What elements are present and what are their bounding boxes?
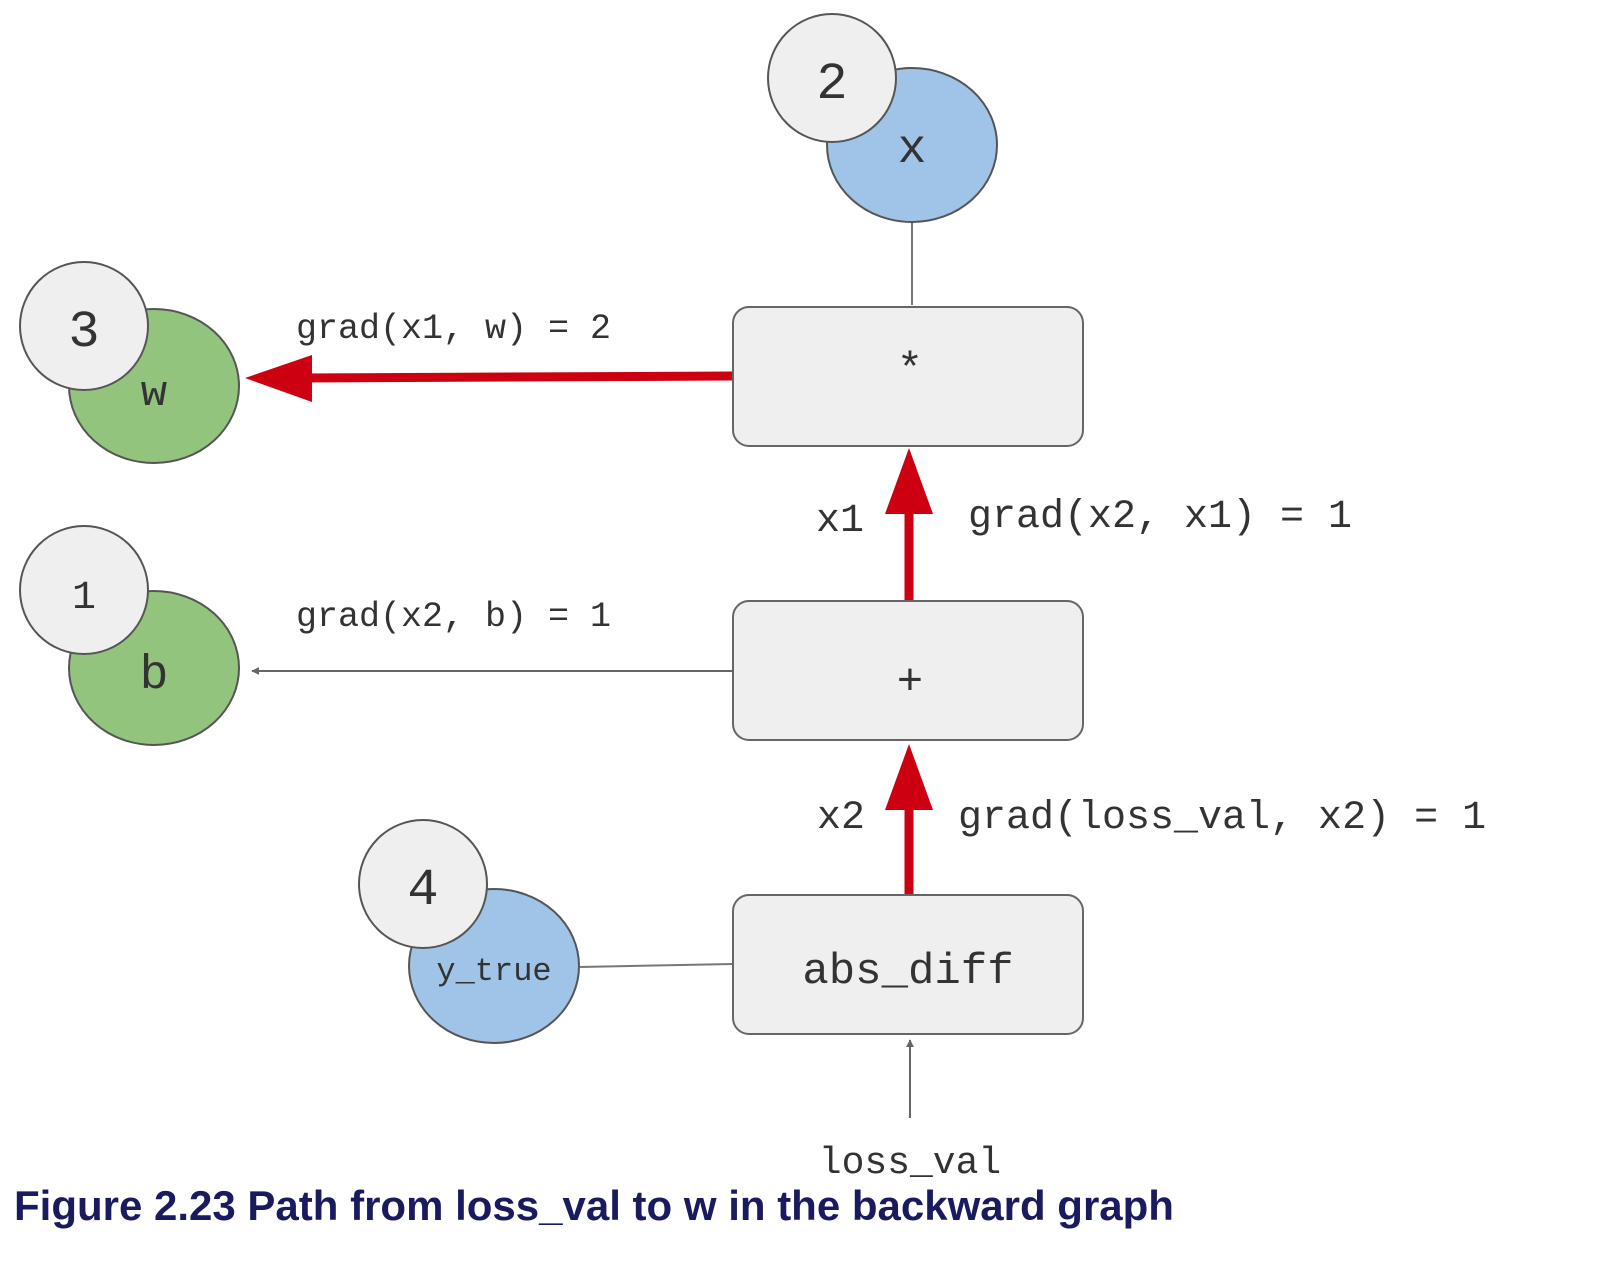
label-grad-x2-x1: grad(x2, x1) = 1 (968, 495, 1352, 540)
node-w-label: w (141, 369, 167, 419)
badge-2-label: 2 (816, 55, 847, 114)
badge-3-label: 3 (68, 303, 99, 362)
op-multiply-label: * (897, 346, 923, 396)
op-box-abs-diff: abs_diff (732, 894, 1084, 1035)
figure-caption: Figure 2.23 Path from loss_val to w in t… (14, 1182, 1174, 1229)
highlight-path-add-to-mul (885, 448, 933, 600)
node-b-label: b (140, 649, 169, 703)
badge-4-label: 4 (407, 861, 438, 920)
badge-4: 4 (358, 819, 488, 949)
label-x1: x1 (816, 499, 864, 544)
node-y-true-label: y_true (436, 953, 551, 990)
badge-2: 2 (767, 13, 897, 143)
label-x2: x2 (817, 796, 865, 841)
highlight-path-mul-to-w (245, 355, 734, 402)
op-box-multiply: * (732, 306, 1084, 447)
label-grad-loss-x2: grad(loss_val, x2) = 1 (958, 796, 1486, 841)
label-loss-val: loss_val (819, 1142, 1001, 1180)
badge-1: 1 (19, 525, 149, 655)
highlight-path-absdiff-to-add (885, 744, 933, 895)
node-y-true: y_true (408, 888, 580, 1044)
op-add-label: + (897, 658, 923, 708)
badge-1-label: 1 (72, 576, 96, 621)
edge-ytrue-to-absdiff (579, 963, 734, 968)
op-abs-diff-label: abs_diff (802, 947, 1013, 997)
backward-graph-diagram: * + abs_diff x 2 w 3 b 1 y_true 4 (19, 13, 1486, 1180)
label-grad-x1-w: grad(x1, w) = 2 (296, 309, 611, 349)
badge-3: 3 (19, 261, 149, 391)
node-x-label: x (898, 123, 927, 177)
label-grad-x2-b: grad(x2, b) = 1 (296, 597, 611, 637)
op-box-add: + (732, 600, 1084, 741)
